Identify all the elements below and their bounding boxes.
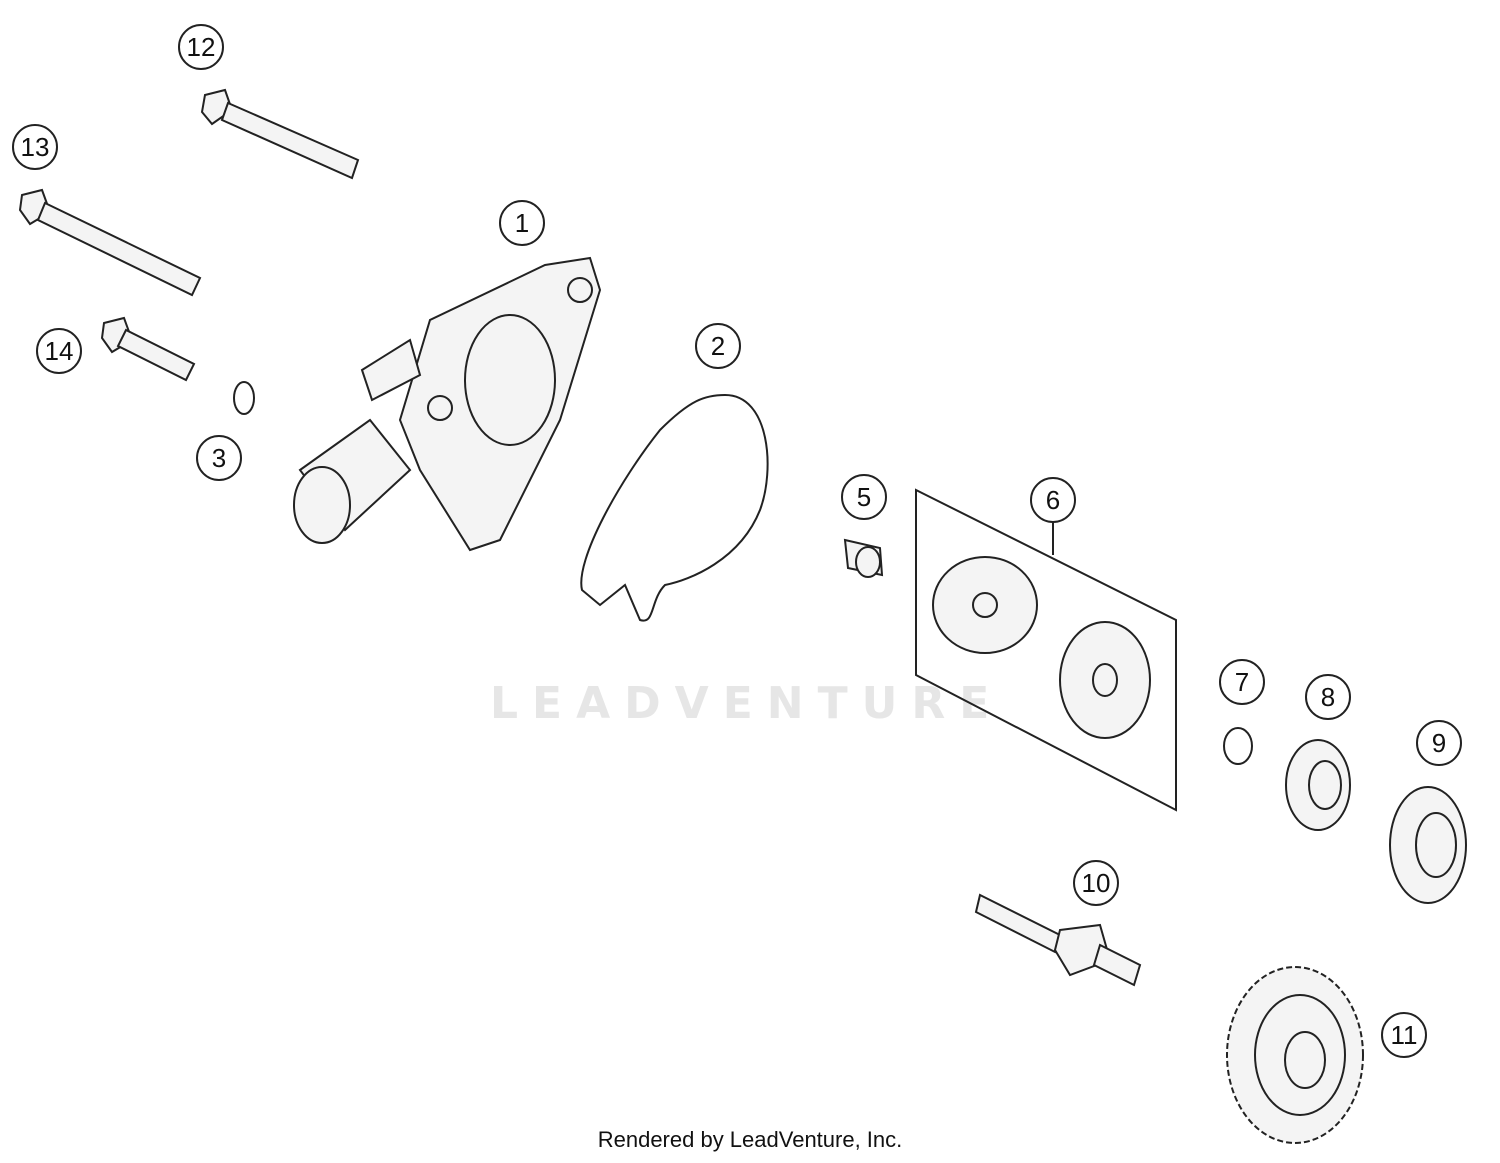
washer-7: [1223, 727, 1253, 765]
svg-text:7: 7: [1235, 667, 1249, 697]
svg-text:8: 8: [1321, 682, 1335, 712]
callout-3: 3: [196, 435, 242, 481]
callout-1: 1: [499, 200, 545, 246]
gasket-2: [580, 393, 769, 622]
svg-text:14: 14: [45, 336, 74, 366]
callout-12: 12: [178, 24, 224, 70]
shaft-10: [974, 893, 1142, 987]
bearing-8: [1285, 739, 1351, 831]
sleeve-5: [843, 538, 884, 578]
svg-text:13: 13: [21, 132, 50, 162]
callout-8: 8: [1305, 674, 1351, 720]
callout-13: 13: [12, 124, 58, 170]
callout-14: 14: [36, 328, 82, 374]
washer-3: [233, 381, 255, 415]
callout-9: 9: [1416, 720, 1462, 766]
pump-housing-1: [293, 256, 602, 552]
bolt-12: [200, 88, 360, 180]
callout-11: 11: [1381, 1012, 1427, 1058]
svg-text:9: 9: [1432, 728, 1446, 758]
svg-text:3: 3: [212, 443, 226, 473]
svg-text:1: 1: [515, 208, 529, 238]
footer-credit: Rendered by LeadVenture, Inc.: [597, 1127, 903, 1152]
bearing-9: [1389, 786, 1467, 904]
bolt-13: [18, 188, 202, 297]
gear-11: [1226, 966, 1364, 1144]
callout-6: 6: [1030, 477, 1076, 523]
callout-5: 5: [841, 474, 887, 520]
svg-text:5: 5: [857, 482, 871, 512]
svg-text:2: 2: [711, 331, 725, 361]
svg-text:11: 11: [1391, 1020, 1418, 1050]
watermark-logo: LEADVENTURE: [490, 678, 1004, 729]
svg-text:6: 6: [1046, 485, 1060, 515]
impeller-kit-6: [915, 488, 1177, 812]
bolt-14: [100, 316, 196, 382]
callout-2: 2: [695, 323, 741, 369]
svg-text:12: 12: [187, 32, 216, 62]
svg-text:10: 10: [1082, 868, 1111, 898]
callout-10: 10: [1073, 860, 1119, 906]
callout-7: 7: [1219, 659, 1265, 705]
